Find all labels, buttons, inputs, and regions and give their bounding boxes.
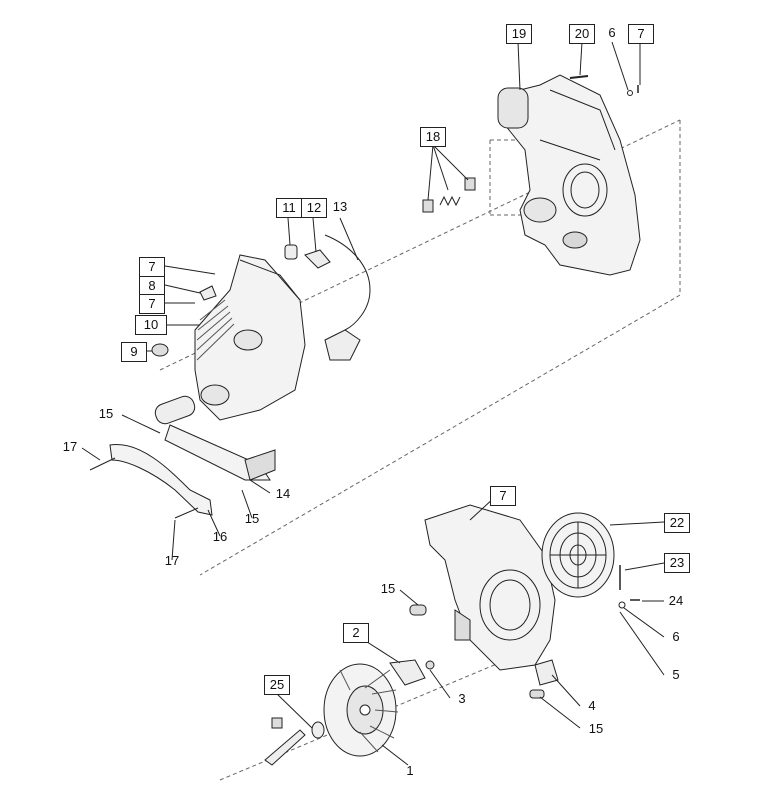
part-9-cap	[151, 343, 169, 357]
part-22-grille	[541, 512, 615, 598]
part-10-engine-cover	[194, 254, 306, 421]
part-25-crank	[264, 717, 325, 766]
callout-25: 25	[264, 675, 290, 695]
part-14-handle-bracket	[154, 395, 276, 481]
callout-7: 7	[628, 24, 654, 44]
callout-2: 2	[343, 623, 369, 643]
callout-9: 9	[121, 342, 147, 362]
callout-19: 19	[506, 24, 532, 44]
callout-23: 23	[664, 553, 690, 573]
callout-1: 1	[406, 763, 414, 778]
callout-24: 24	[668, 593, 684, 608]
callout-11: 11	[276, 198, 302, 218]
leader-lines	[81, 41, 665, 766]
callout-14: 14	[275, 486, 291, 501]
callout-7: 7	[139, 257, 165, 277]
callout-8: 8	[139, 276, 165, 296]
callout-7: 7	[490, 486, 516, 506]
callout-17: 17	[62, 439, 78, 454]
callout-10: 10	[135, 315, 167, 335]
screw-parts-20-6-7	[569, 75, 639, 96]
callout-6: 6	[672, 629, 680, 644]
callout-15: 15	[244, 511, 260, 526]
part-4-bracket	[534, 659, 559, 686]
callout-20: 20	[569, 24, 595, 44]
part-15-bush	[409, 604, 427, 616]
callout-17: 17	[164, 553, 180, 568]
callout-5: 5	[672, 667, 680, 682]
callout-12: 12	[301, 198, 327, 218]
part-2-clip	[389, 659, 426, 686]
callout-15: 15	[588, 721, 604, 736]
callout-7: 7	[139, 294, 165, 314]
part-8-clip	[199, 285, 217, 301]
callout-18: 18	[420, 127, 446, 147]
part-3-nut	[425, 660, 435, 670]
callout-6: 6	[608, 25, 616, 40]
callout-3: 3	[458, 691, 466, 706]
callout-15: 15	[98, 406, 114, 421]
callout-22: 22	[664, 513, 690, 533]
callout-16: 16	[212, 529, 228, 544]
part-7-blower-volute	[424, 504, 556, 671]
callout-13: 13	[332, 199, 348, 214]
part-1-fan	[323, 663, 399, 757]
callout-15: 15	[380, 581, 396, 596]
part-18-springs	[422, 177, 476, 213]
parts-11-12-13-switch-wire	[284, 234, 371, 361]
callout-4: 4	[588, 698, 596, 713]
part-19-main-housing	[497, 74, 641, 276]
part-16-handle-arm	[89, 443, 213, 519]
parts-23-24-6-5-fasteners	[618, 565, 640, 609]
